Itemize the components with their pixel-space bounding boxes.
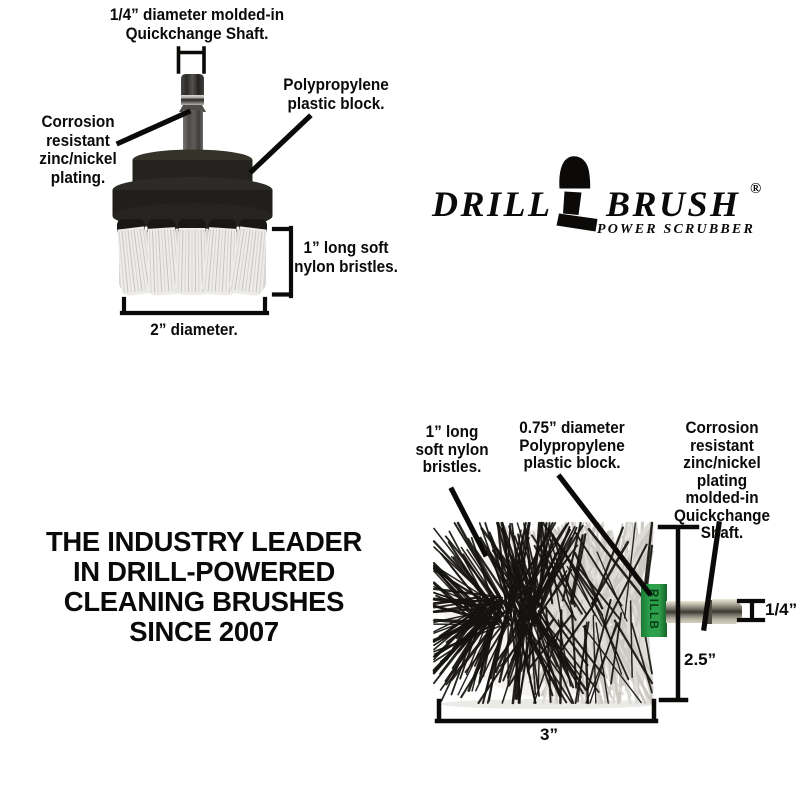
round-shaft-callout-label: Corrosion resistant zinc/nickel plating … [673, 418, 771, 542]
diameter-bracket [119, 296, 270, 316]
registered-trademark: ® [750, 181, 762, 197]
flat-brush-bristle-tufts [117, 226, 267, 296]
flat-brush-illustration [112, 74, 273, 296]
collar-brand-text: RILLB [647, 589, 659, 630]
quickchange-width-bracket [176, 46, 206, 74]
shaft-diameter-bracket [736, 598, 766, 623]
headline-text: THE INDUSTRY LEADER IN DRILL-POWERED CLE… [45, 526, 363, 647]
flat-brush-shaft [179, 74, 206, 162]
height-dimension-line [657, 524, 700, 703]
drill-silhouette-icon [556, 156, 598, 232]
flat-brush-block [112, 149, 273, 229]
brand-wordmark-brush: BRUSH [606, 184, 741, 224]
round-brush-collar: RILLB [641, 584, 667, 637]
plating-callout-line [115, 108, 192, 147]
flat-block-callout-label: Polypropylene plastic block. [283, 75, 389, 113]
round-height-label: 2.5” [684, 650, 717, 669]
round-shaft-diameter-label: 1/4” [765, 600, 798, 619]
round-shaft-callout-line [701, 521, 722, 631]
round-block-callout-line [556, 473, 653, 597]
flat-shaft-callout-label: 1/4” diameter molded-in Quickchange Shaf… [109, 5, 285, 43]
round-width-label: 3” [540, 725, 558, 744]
flat-bristle-length-label: 1” long soft nylon bristles. [294, 238, 398, 276]
round-brush-bristles [432, 521, 654, 705]
round-bristle-callout-line [448, 486, 489, 558]
round-brush-floor-shadow [440, 699, 656, 709]
bristle-length-bracket [271, 225, 294, 299]
round-bristle-length-label: 1” long soft nylon bristles. [415, 422, 489, 476]
width-dimension-bracket [434, 698, 659, 724]
round-block-callout-label: 0.75” diameter Polypropylene plastic blo… [519, 418, 625, 472]
block-callout-line [248, 113, 313, 175]
flat-diameter-label: 2” diameter. [150, 320, 238, 339]
brand-tagline: POWER SCRUBBER [597, 222, 756, 237]
flat-plating-callout-label: Corrosion resistant zinc/nickel plating. [39, 112, 117, 187]
brand-wordmark-drill: DRILL [432, 184, 553, 224]
